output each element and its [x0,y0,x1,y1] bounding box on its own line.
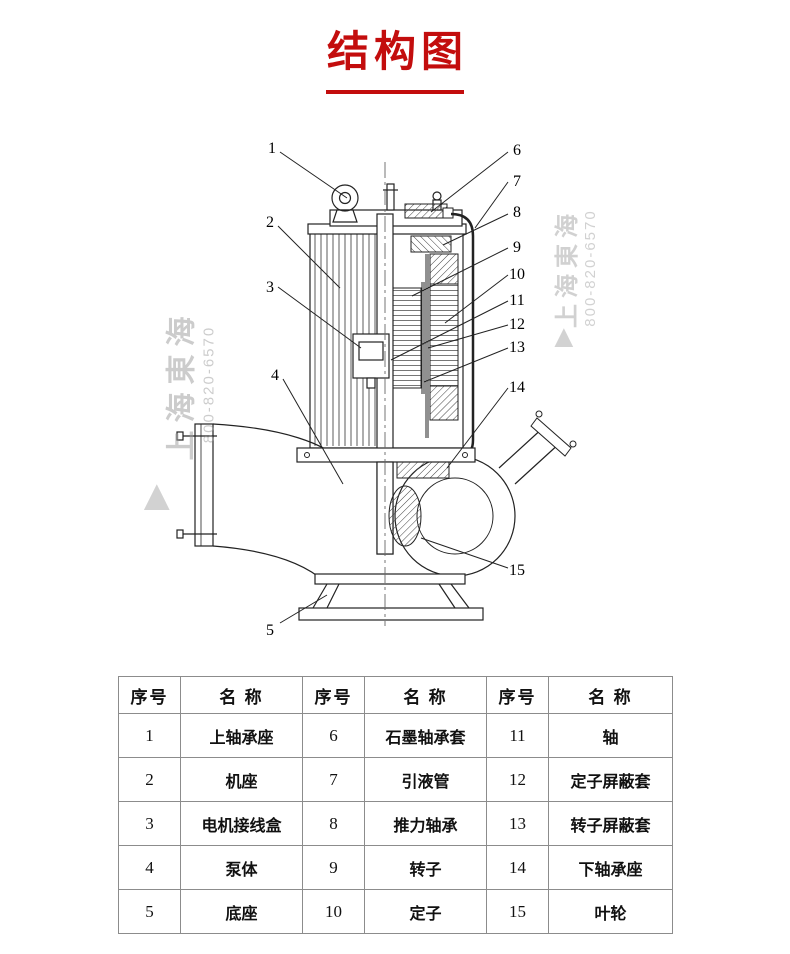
callout-label-15: 15 [509,562,525,579]
table-row: 5 底座 10 定子 15 叶轮 [118,889,673,934]
part-name-cell: 底座 [180,889,303,934]
part-name-cell: 转子 [364,845,487,890]
callout-label-9: 9 [513,239,521,256]
table-row: 3 电机接线盒 8 推力轴承 13 转子屏蔽套 [118,801,673,846]
callout-label-4: 4 [271,367,279,384]
part-name-cell: 叶轮 [548,889,673,934]
suction-flange [176,423,217,547]
part-name-cell: 电机接线盒 [180,801,303,846]
part-name-cell: 轴 [548,713,673,758]
graphite-bearing-sleeve [410,235,452,253]
part-name-cell: 石墨轴承套 [364,713,487,758]
impeller [388,485,422,547]
discharge-flange [530,410,577,457]
leader-lines [277,151,509,624]
callout-label-5: 5 [266,622,274,639]
structure-diagram: 1 2 3 4 5 6 7 8 9 10 11 12 13 14 15 上海東海… [0,112,790,672]
col-header-seq: 序号 [302,676,365,714]
part-number-cell: 11 [486,713,549,758]
parts-table: 序号 名 称 序号 名 称 序号 名 称 1 上轴承座 6 石墨轴承套 11 轴… [118,676,673,934]
part-number-cell: 12 [486,757,549,802]
part-number-cell: 5 [118,889,181,934]
part-name-cell: 下轴承座 [548,845,673,890]
callout-label-8: 8 [513,204,521,221]
part-number-cell: 3 [118,801,181,846]
part-number-cell: 13 [486,801,549,846]
table-row: 4 泵体 9 转子 14 下轴承座 [118,845,673,890]
stator-can [425,254,429,438]
part-name-cell: 引液管 [364,757,487,802]
rotor [392,287,422,389]
callout-label-14: 14 [509,379,525,396]
eye-base [332,209,358,223]
col-header-seq: 序号 [118,676,181,714]
pump-body-inner [212,545,326,583]
junction-box [352,333,390,389]
lower-bearing-seat [396,461,450,479]
callout-label-7: 7 [513,173,521,190]
part-name-cell: 定子 [364,889,487,934]
table-row: 2 机座 7 引液管 12 定子屏蔽套 [118,757,673,802]
callout-label-1: 1 [268,140,276,157]
part-name-cell: 泵体 [180,845,303,890]
top-stud [386,183,395,211]
rotor-can [421,282,425,394]
part-number-cell: 1 [118,713,181,758]
stator-end-winding-bottom [429,385,459,421]
pump-cross-section-drawing: 1 2 3 4 5 6 7 8 9 10 11 12 13 14 15 [176,140,577,639]
part-name-cell: 转子屏蔽套 [548,801,673,846]
discharge-pipe [498,425,562,485]
part-name-cell: 推力轴承 [364,801,487,846]
part-name-cell: 机座 [180,757,303,802]
callout-label-11: 11 [509,292,524,309]
table-row: 1 上轴承座 6 石墨轴承套 11 轴 [118,713,673,758]
callout-label-13: 13 [509,339,525,356]
callout-label-3: 3 [266,279,274,296]
page-title: 结构图 [326,28,468,75]
pump-base [298,573,484,621]
callout-label-12: 12 [509,316,525,333]
part-number-cell: 4 [118,845,181,890]
thrust-bearing [404,203,448,219]
callout-label-10: 10 [509,266,525,283]
part-number-cell: 14 [486,845,549,890]
col-header-name: 名 称 [364,676,487,714]
part-number-cell: 7 [302,757,365,802]
part-number-cell: 15 [486,889,549,934]
part-number-cell: 10 [302,889,365,934]
col-header-name: 名 称 [548,676,673,714]
part-number-cell: 8 [302,801,365,846]
callout-label-6: 6 [513,142,521,159]
table-header-row: 序号 名 称 序号 名 称 序号 名 称 [118,676,673,714]
stator-core [429,283,459,387]
col-header-seq: 序号 [486,676,549,714]
vent-bolt [432,191,442,201]
part-number-cell: 9 [302,845,365,890]
callout-labels: 1 2 3 4 5 6 7 8 9 10 11 12 13 14 15 [266,140,525,639]
part-number-cell: 2 [118,757,181,802]
lifting-eye [331,184,359,212]
part-number-cell: 6 [302,713,365,758]
part-name-cell: 上轴承座 [180,713,303,758]
part-name-cell: 定子屏蔽套 [548,757,673,802]
title-underline [326,90,464,94]
col-header-name: 名 称 [180,676,303,714]
callout-label-2: 2 [266,214,274,231]
